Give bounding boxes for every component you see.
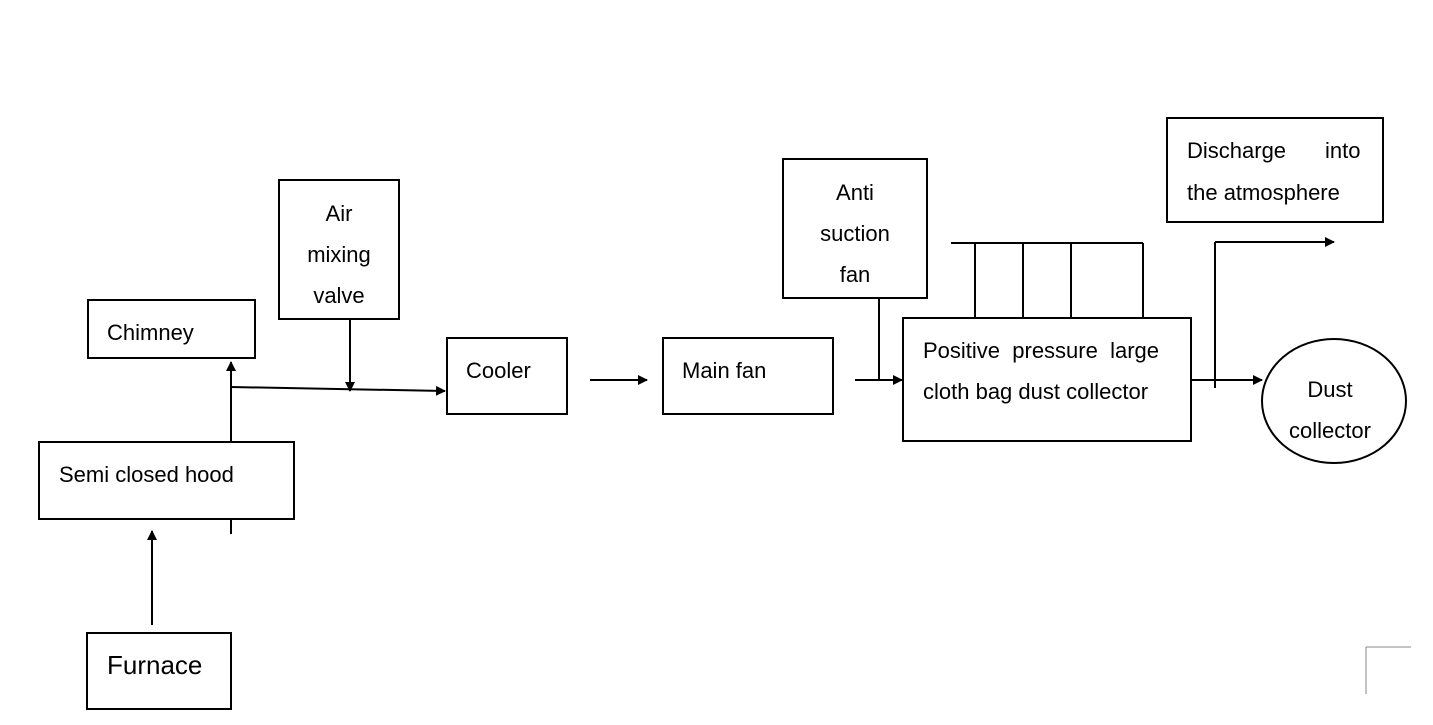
semi-closed-hood-label: Semi closed hood <box>59 462 234 487</box>
anti-suction-fan-line-2: suction <box>820 221 890 246</box>
air-mixing-valve-box: Air mixing valve <box>278 179 400 320</box>
main-fan-label: Main fan <box>682 358 767 383</box>
bag-dust-collector-line-1: Positive pressure large <box>923 338 1159 363</box>
chimney-label: Chimney <box>107 320 194 345</box>
bag-dust-collector-box: Positive pressure large cloth bag dust c… <box>902 317 1192 442</box>
anti-suction-fan-box: Anti suction fan <box>782 158 928 299</box>
dust-collector-line-2: collector <box>1289 418 1371 443</box>
chimney-box: Chimney <box>87 299 256 359</box>
dust-collector-shape <box>1261 338 1407 464</box>
air-mixing-valve-line-2: mixing <box>307 242 371 267</box>
discharge-box: Discharge into the atmosphere <box>1166 117 1384 223</box>
discharge-line-1a: Discharge <box>1187 138 1287 163</box>
cooler-label: Cooler <box>466 358 531 383</box>
discharge-line-1b: into <box>1325 138 1361 163</box>
dust-collector-line-1: Dust <box>1307 377 1353 402</box>
anti-suction-fan-line-1: Anti <box>836 180 874 205</box>
furnace-box: Furnace <box>86 632 232 710</box>
discharge-line-2: the atmosphere <box>1187 180 1340 205</box>
semi-closed-hood-box: Semi closed hood <box>38 441 295 520</box>
main-fan-box: Main fan <box>662 337 834 415</box>
arrow-to-cooler <box>230 385 446 396</box>
air-mixing-valve-line-1: Air <box>325 201 353 226</box>
cooler-box: Cooler <box>446 337 568 415</box>
anti-suction-fan-line-3: fan <box>839 262 871 287</box>
bag-dust-collector-line-2: cloth bag dust collector <box>923 379 1149 404</box>
furnace-label: Furnace <box>107 650 203 680</box>
air-mixing-valve-line-3: valve <box>313 283 365 308</box>
